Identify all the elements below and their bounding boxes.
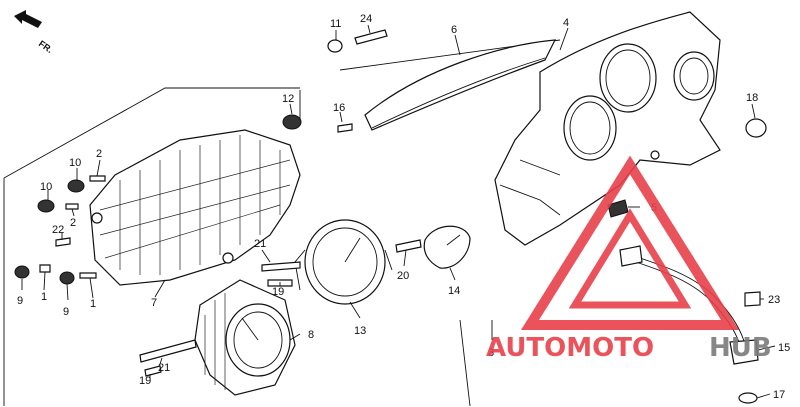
callout-labels: 1 1 2 2 3 4 5 6 7 8 9 9 10 10 11 12 13 1… (17, 13, 790, 401)
callout-9b: 9 (63, 306, 69, 318)
assembly-outline (3, 39, 561, 407)
callout-21b: 21 (158, 362, 170, 374)
direction-label: FR. (37, 38, 55, 55)
callout-11: 11 (330, 18, 341, 30)
callout-1b: 1 (90, 298, 96, 310)
fasteners (14, 29, 767, 377)
callout-23: 23 (768, 294, 780, 306)
tachometer (294, 219, 393, 305)
callout-16: 16 (333, 102, 345, 114)
automotohub-watermark: AUTOMOTO HUB (486, 155, 772, 363)
leader-lines (21, 24, 776, 399)
callout-13: 13 (354, 325, 366, 337)
meter-case (89, 129, 301, 286)
watermark-word-gray: HUB (709, 333, 772, 363)
callout-6: 6 (451, 24, 457, 36)
callout-3: 3 (488, 347, 494, 359)
fuel-temp-gauge (423, 225, 471, 269)
speedometer (194, 279, 296, 396)
watermark-word-red: AUTOMOTO (486, 333, 654, 363)
callout-4: 4 (563, 17, 569, 29)
callout-7: 7 (151, 297, 157, 309)
callout-10a: 10 (69, 157, 81, 169)
callout-1a: 1 (41, 291, 47, 303)
callout-10b: 10 (40, 181, 52, 193)
callout-14: 14 (448, 285, 460, 297)
callout-24: 24 (360, 13, 372, 25)
watermark-triangle-icon (520, 155, 740, 330)
callout-22: 22 (52, 224, 64, 236)
callout-20: 20 (397, 270, 409, 282)
callout-17: 17 (773, 389, 785, 401)
callout-19a: 19 (272, 286, 284, 298)
callout-15: 15 (778, 342, 790, 354)
callout-9a: 9 (17, 295, 23, 307)
meter-visor (494, 11, 721, 246)
callout-2a: 2 (96, 148, 102, 160)
callout-8: 8 (308, 329, 314, 341)
callout-12: 12 (282, 93, 294, 105)
meter-cover-panel (364, 39, 557, 131)
wire-harness (619, 245, 761, 404)
callout-19b: 19 (139, 375, 151, 387)
front-arrow-icon: FR. (14, 10, 54, 55)
callout-2b: 2 (70, 217, 76, 229)
callout-21a: 21 (254, 238, 266, 250)
callout-18: 18 (746, 92, 758, 104)
